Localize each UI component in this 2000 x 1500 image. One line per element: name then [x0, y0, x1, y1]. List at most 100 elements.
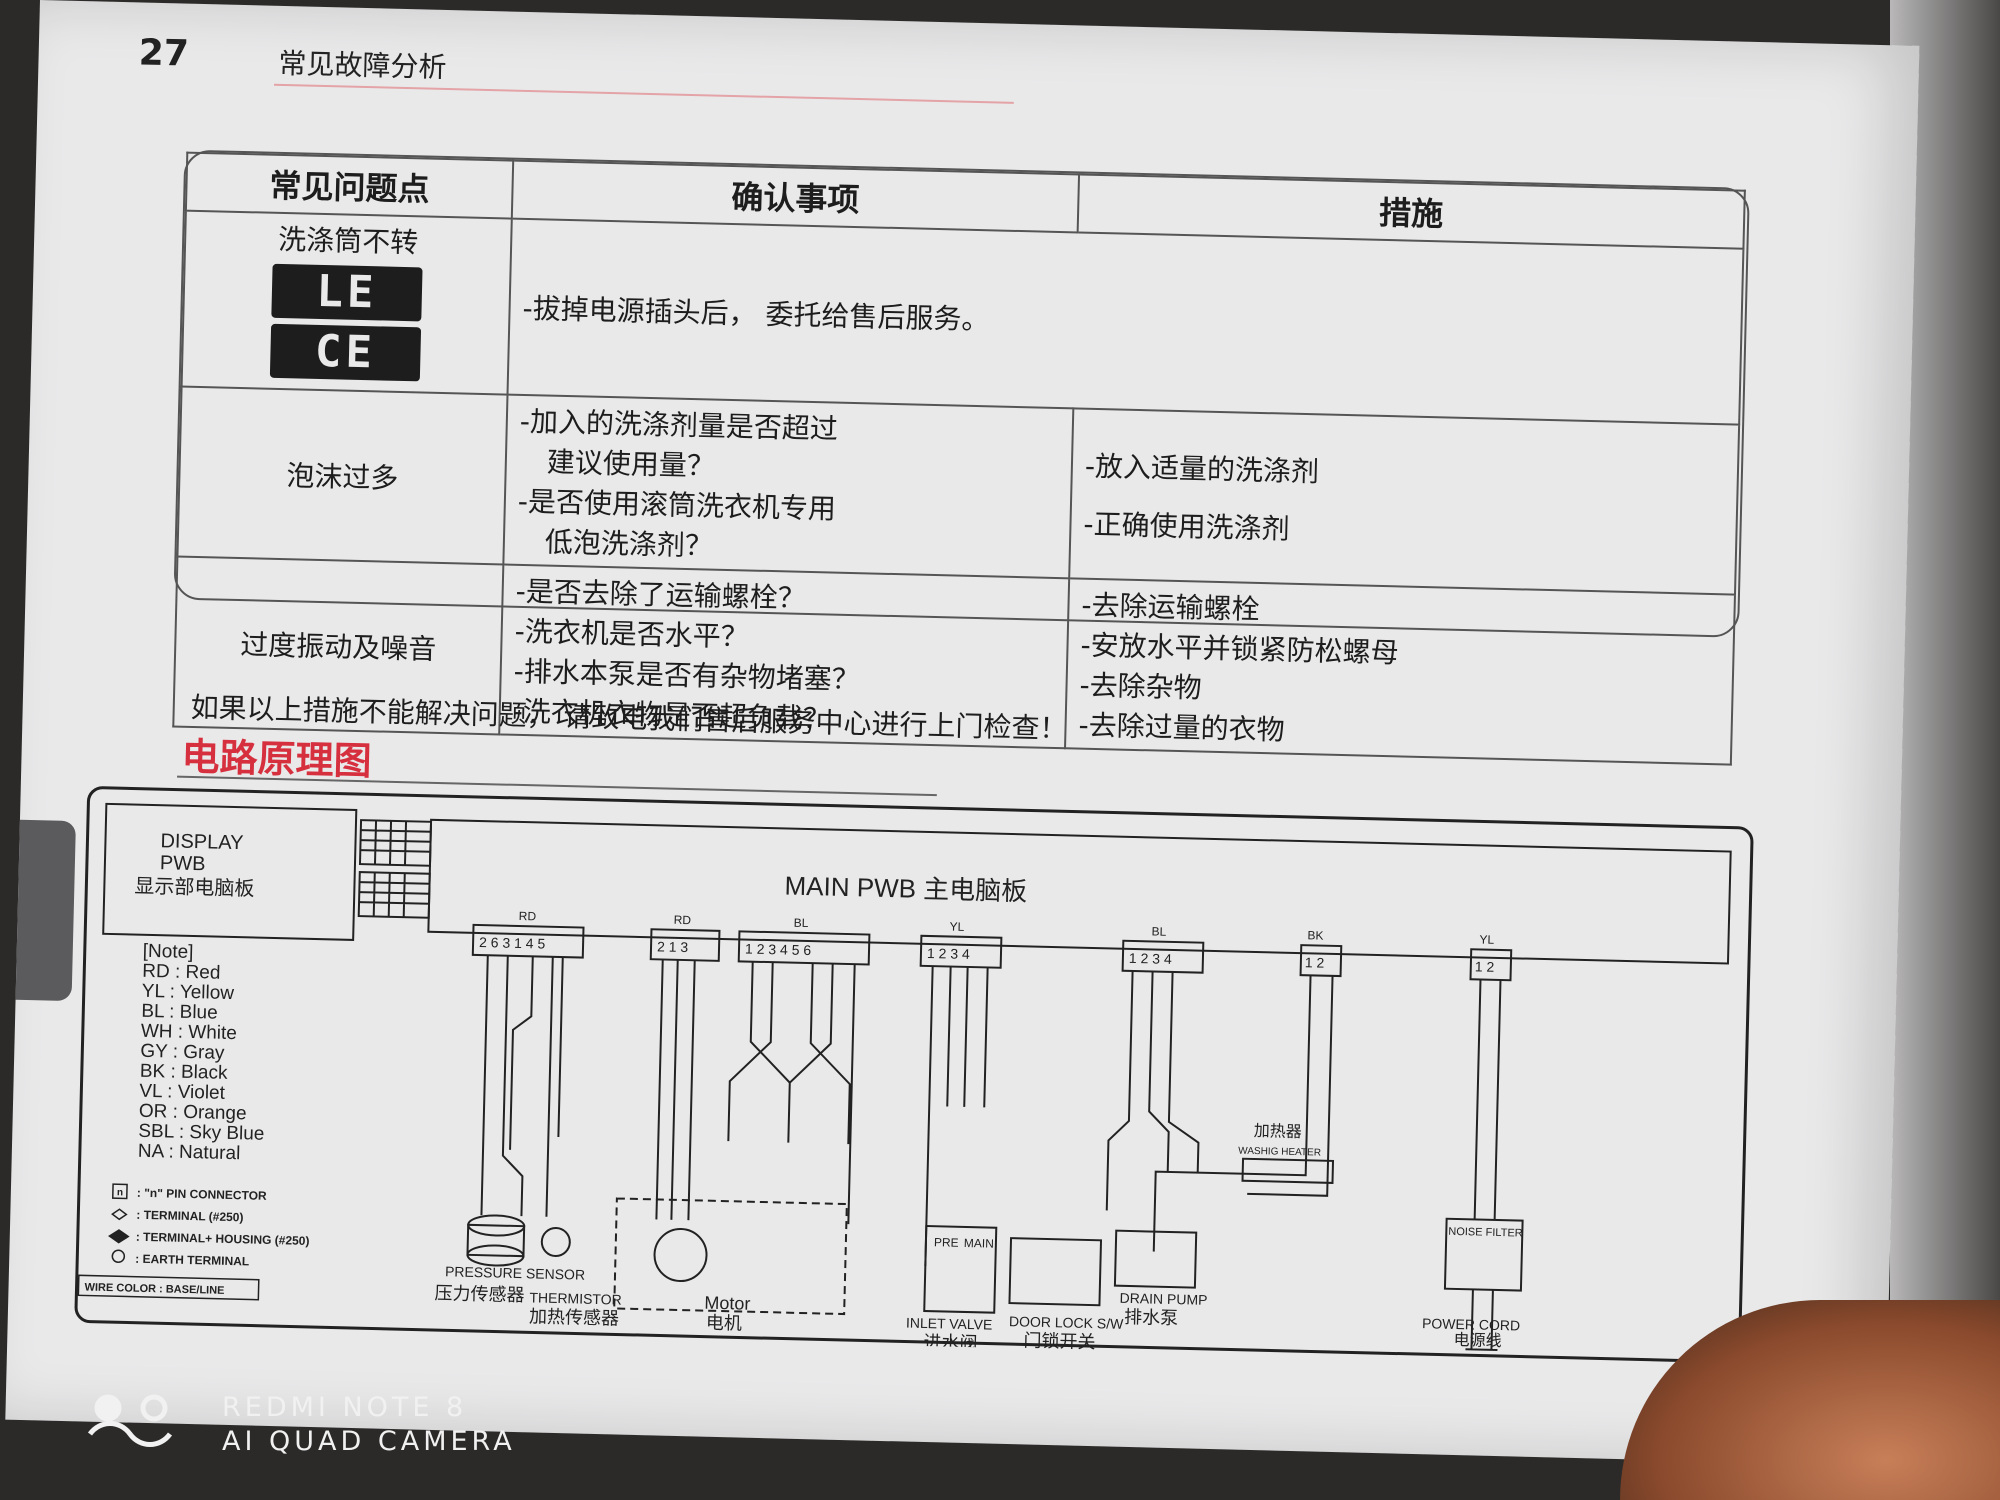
terminal-icon	[111, 1208, 128, 1221]
note-item: WH : White	[141, 1021, 238, 1044]
heater-symbol	[1241, 1157, 1335, 1184]
action-line: -正确使用洗涤剂	[1083, 507, 1290, 546]
legend-item: : "n" PIN CONNECTOR	[137, 1186, 267, 1203]
terminal-housing-icon	[108, 1229, 130, 1244]
inlet-valve-label: INLET VALVE	[906, 1315, 993, 1333]
camera-watermark: REDMI NOTE 8 AI QUAD CAMERA	[82, 1392, 512, 1457]
problem-cell: 洗涤筒不转 LE CE	[181, 210, 512, 395]
display-label: DISPLAY	[160, 830, 244, 854]
drain-pump-cn: 排水泵	[1124, 1307, 1178, 1328]
legend-item: : EARTH TERMINAL	[135, 1252, 249, 1269]
watermark-camera: AI QUAD CAMERA	[222, 1426, 516, 1457]
heater-label: WASHIG HEATER	[1238, 1146, 1321, 1159]
problem-label: 洗涤筒不转	[277, 222, 419, 260]
motor-box	[613, 1197, 848, 1316]
valve-pre-label: PRE	[934, 1235, 959, 1250]
pressure-sensor-label: PRESSURE SENSOR	[445, 1263, 585, 1282]
drain-pump-box	[1113, 1229, 1198, 1289]
circuit-diagram: DISPLAY PWB 显示部电脑板 MAIN PWB 主电脑板 RD 2 6 …	[74, 786, 1754, 1364]
display-code-2: CE	[269, 323, 422, 382]
connector-pins: 1 2 3 4	[927, 945, 970, 962]
connector-color: BL	[794, 916, 809, 930]
note-title: [Note]	[143, 941, 194, 963]
inlet-valve-box	[923, 1224, 998, 1314]
inlet-valve-cn: 进水阀	[923, 1332, 977, 1353]
note-item: BL : Blue	[141, 1001, 218, 1024]
legend: n : "n" PIN CONNECTOR : TERMINAL (#250) …	[77, 1183, 310, 1301]
connector-color: YL	[1479, 932, 1494, 946]
fault-table: 常见问题点 确认事项 措施 洗涤筒不转 LE CE -拔掉电源插头后， 委托给售…	[172, 152, 1746, 766]
heater-cn: 加热器	[1254, 1122, 1302, 1141]
wire-color-label: WIRE COLOR : BASE/LINE	[84, 1281, 224, 1296]
check-line: -拔掉电源插头后， 委托给售后服务。	[522, 291, 990, 337]
note-item: OR : Orange	[139, 1101, 247, 1125]
pin-connector-n: n	[117, 1187, 123, 1198]
thermistor-cn: 加热传感器	[529, 1306, 619, 1328]
wire-color-box	[77, 1274, 260, 1301]
note-item: GY : Gray	[140, 1041, 225, 1064]
connector-color: BK	[1307, 928, 1323, 942]
note-item: YL : Yellow	[142, 981, 235, 1004]
door-lock-cn: 门锁开关	[1023, 1330, 1095, 1352]
action-line: -放入适量的洗涤剂	[1084, 449, 1320, 489]
main-pwb-label: MAIN PWB 主电脑板	[784, 870, 1027, 906]
connector-color: YL	[949, 920, 964, 934]
pressure-sensor-symbol	[466, 1214, 526, 1267]
thermistor-symbol	[540, 1226, 571, 1257]
color-note: [Note] RD : Red YL : Yellow BL : Blue WH…	[138, 941, 265, 1164]
door-lock-box	[1008, 1237, 1103, 1307]
note-item: VL : Violet	[139, 1081, 226, 1104]
valve-main-label: MAIN	[964, 1236, 994, 1251]
page-tab	[15, 819, 76, 1002]
camera-logo-icon	[87, 1394, 173, 1447]
door-lock-label: DOOR LOCK S/W	[1009, 1313, 1124, 1332]
action-cell: -放入适量的洗涤剂 -正确使用洗涤剂	[1069, 408, 1740, 595]
note-item: SBL : Sky Blue	[138, 1121, 265, 1145]
connector-row: RD 2 6 3 1 4 5 RD 2 1 3 BL 1 2 3 4 5 6 Y…	[471, 909, 1513, 982]
action-cell: -去除运输螺栓 -安放水平并锁紧防松螺母 -去除杂物 -去除过量的衣物	[1065, 578, 1735, 765]
page-title: 常见故障分析	[278, 46, 447, 84]
connector-pins: 2 6 3 1 4 5	[479, 934, 546, 952]
problem-cell: 泡沫过多	[177, 386, 508, 565]
watermark-model: REDMI NOTE 8	[222, 1392, 468, 1423]
legend-item: : TERMINAL (#250)	[136, 1208, 243, 1225]
manual-page: 27 常见故障分析 常见问题点 确认事项 措施 洗涤筒不转 LE CE -拔掉电…	[5, 0, 1920, 1466]
motor-label: Motor	[704, 1293, 750, 1314]
power-cord-label: POWER CORD	[1422, 1315, 1520, 1333]
connector-pins: 1 2 3 4	[1129, 950, 1172, 967]
check-cell: -拔掉电源插头后， 委托给售后服务。	[507, 218, 1744, 425]
connector-pins: 1 2 3 4 5 6	[745, 941, 812, 959]
pin-connector-icon	[111, 1183, 128, 1200]
display-code-1: LE	[271, 263, 423, 322]
note-item: BK : Black	[140, 1061, 229, 1084]
note-item: RD : Red	[142, 961, 221, 984]
page-number: 27	[138, 32, 190, 75]
check-cell: -加入的洗涤剂量是否超过 建议使用量？ -是否使用滚筒洗衣机专用 低泡洗涤剂？	[503, 394, 1074, 579]
connector-pins: 1 2	[1305, 954, 1325, 970]
noise-filter-label: NOISE FILTER	[1448, 1226, 1523, 1240]
power-plug	[1465, 1289, 1498, 1352]
title-underline	[273, 83, 1014, 104]
connector-color: RD	[674, 913, 692, 927]
display-pwb-box	[102, 802, 358, 941]
connector-color: RD	[519, 909, 537, 923]
noise-filter-box	[1443, 1217, 1524, 1292]
pressure-sensor-cn: 压力传感器	[434, 1283, 524, 1305]
ribbon-connector	[357, 819, 433, 919]
main-pwb-box	[427, 818, 1732, 965]
earth-terminal-icon	[111, 1249, 126, 1264]
note-item: NA : Natural	[138, 1141, 241, 1164]
connector-color: BL	[1151, 924, 1166, 938]
thermistor-label: THERMISTOR	[529, 1289, 622, 1307]
component-labels: PRESSURE SENSOR 压力传感器 THERMISTOR 加热传感器 M…	[434, 1122, 1523, 1353]
motor-symbol	[653, 1228, 708, 1283]
wiring	[480, 955, 1502, 1267]
diagram-frame	[74, 786, 1754, 1364]
pwb-label: PWB	[160, 852, 206, 875]
header-problem: 常见问题点	[185, 152, 514, 219]
motor-cn: 电机	[706, 1313, 742, 1334]
power-cord-cn: 电源线	[1453, 1331, 1501, 1350]
legend-item: : TERMINAL+ HOUSING (#250)	[136, 1230, 310, 1248]
display-pwb-cn: 显示部电脑板	[134, 875, 255, 901]
connector-pins: 2 1 3	[657, 938, 689, 955]
